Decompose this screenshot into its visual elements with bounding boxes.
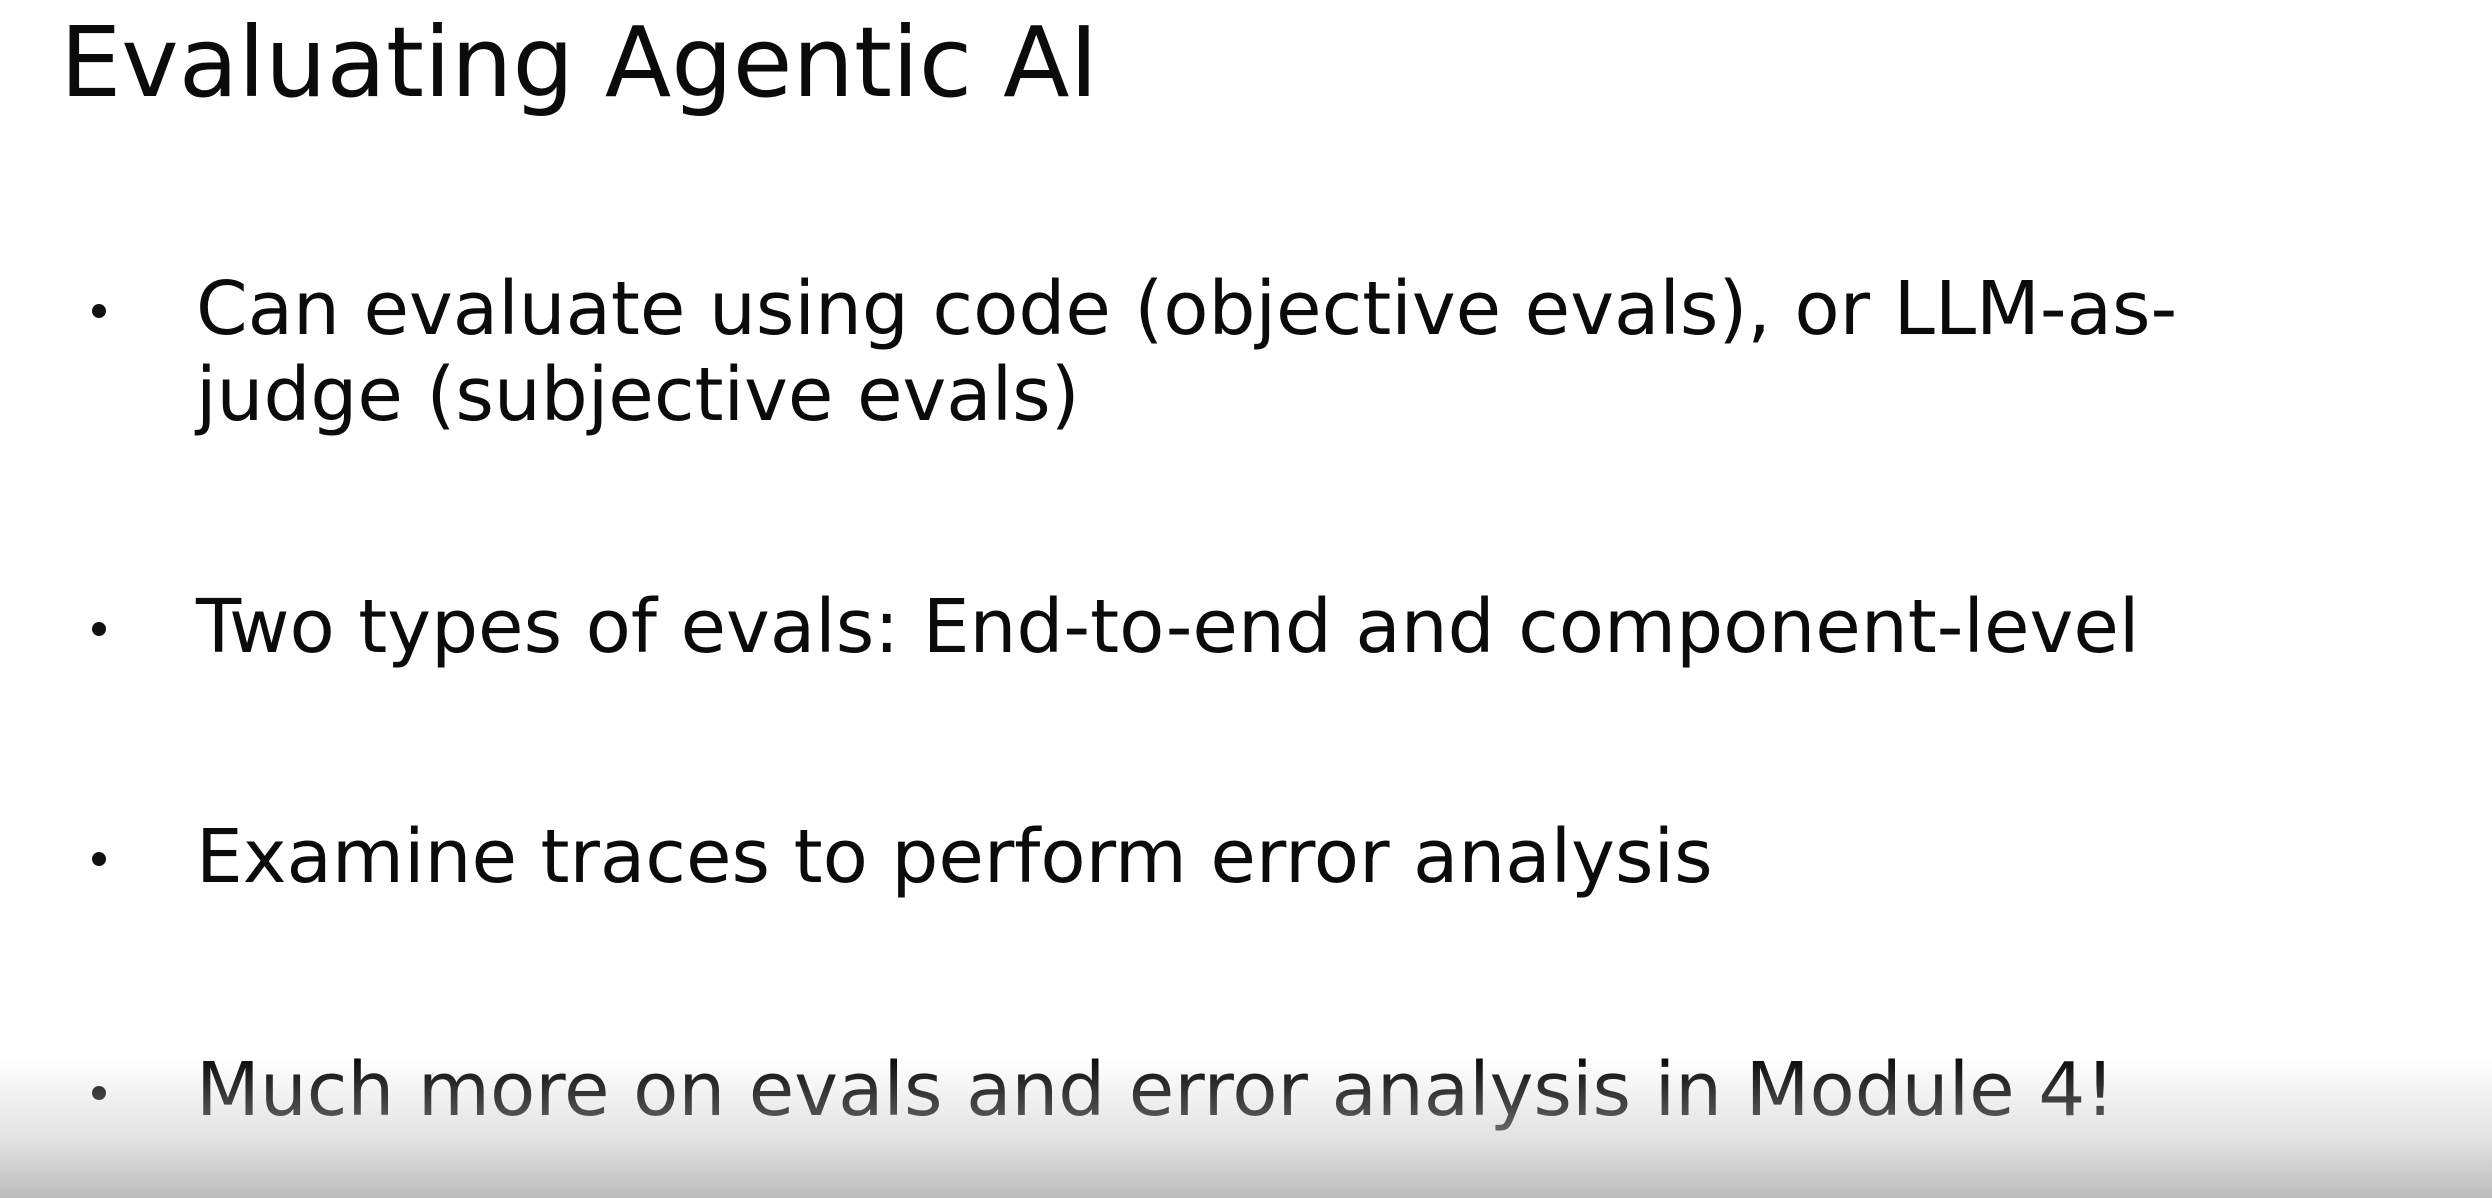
bullet-line: judge (subjective evals) bbox=[196, 352, 1080, 438]
slide-title: Evaluating Agentic AI bbox=[60, 6, 1099, 119]
bullet-text: Two types of evals: End-to-end and compo… bbox=[196, 584, 2396, 670]
bullet-dot-icon bbox=[92, 1086, 106, 1100]
bullet-line: Much more on evals and error analysis in… bbox=[196, 1047, 2115, 1133]
bullet-text: Can evaluate using code (objective evals… bbox=[196, 266, 2396, 438]
bullet-text: Much more on evals and error analysis in… bbox=[196, 1047, 2396, 1133]
bullet-line: Two types of evals: End-to-end and compo… bbox=[196, 584, 2140, 670]
bullet-text: Examine traces to perform error analysis bbox=[196, 814, 2396, 900]
bullet-line: Can evaluate using code (objective evals… bbox=[196, 266, 2178, 352]
bullet-dot-icon bbox=[92, 622, 106, 636]
bullet-line: Examine traces to perform error analysis bbox=[196, 814, 1713, 900]
bullet-dot-icon bbox=[92, 304, 106, 318]
bullet-dot-icon bbox=[92, 852, 106, 866]
